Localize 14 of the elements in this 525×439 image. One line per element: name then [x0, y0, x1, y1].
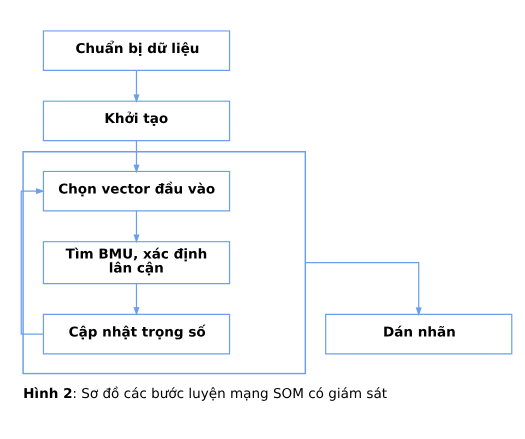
- node-box: Cập nhật trọng số: [42, 314, 230, 354]
- node-box: Khởi tạo: [42, 100, 230, 142]
- caption: Hình 2: Sơ đồ các bước luyện mạng SOM có giám sát: [23, 386, 388, 402]
- arrow: [133, 140, 140, 174]
- arrow: [20, 188, 45, 335]
- node-box: Tìm BMU, xác định lân cận: [42, 241, 230, 284]
- node-box: Dán nhãn: [325, 314, 512, 354]
- node-box: Chuẩn bị dữ liệu: [42, 30, 230, 71]
- cluster: [22, 150, 306, 374]
- arrow: [133, 70, 140, 104]
- node-box: Chọn vector đầu vào: [42, 170, 230, 212]
- arrow: [305, 262, 422, 316]
- arrow: [133, 284, 140, 316]
- arrow: [133, 211, 140, 244]
